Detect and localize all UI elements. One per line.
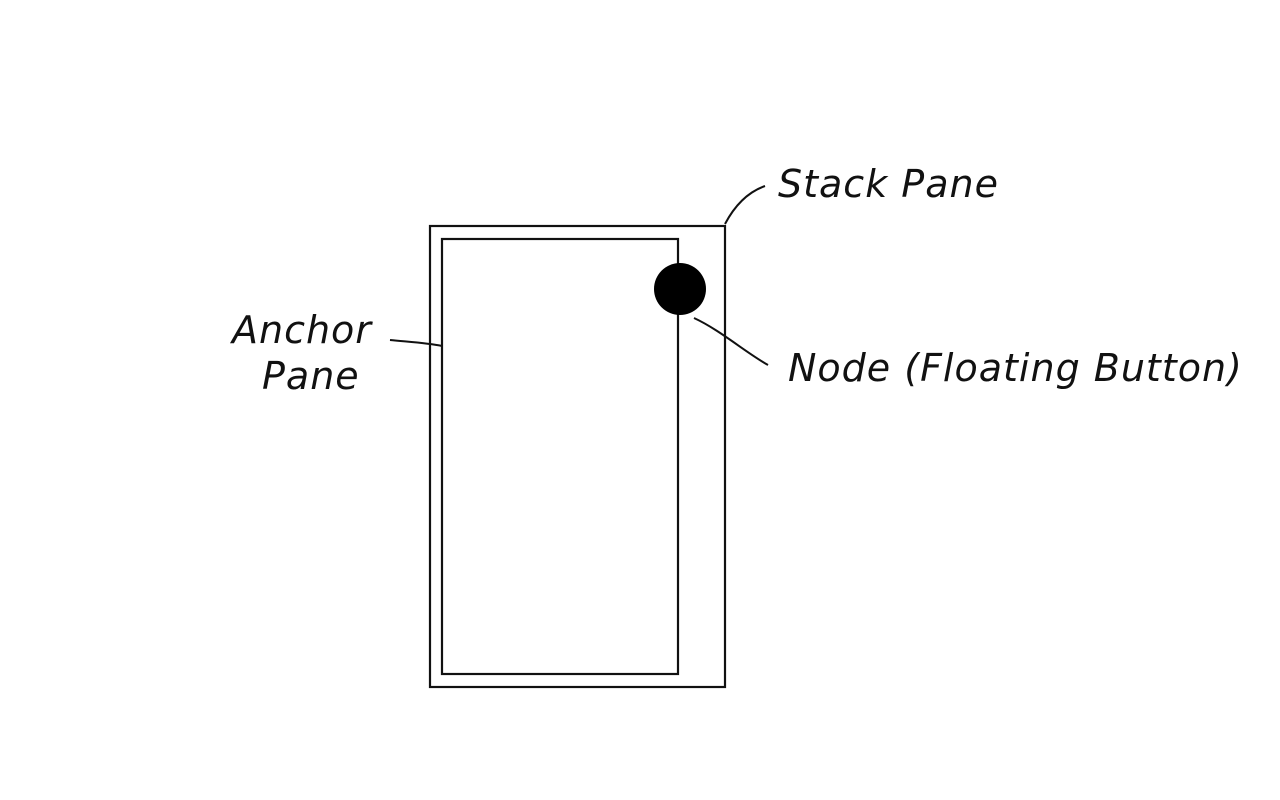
anchor-pane-label: Anchor Pane xyxy=(232,308,372,399)
anchor-pane-label-line1: Anchor xyxy=(232,308,372,352)
node-label: Node (Floating Button) xyxy=(788,346,1243,390)
floating-button-node xyxy=(654,263,706,315)
anchor-pane-rect xyxy=(440,237,680,676)
anchor-pane-leader xyxy=(389,339,443,347)
stack-pane-label: Stack Pane xyxy=(778,162,999,206)
anchor-pane-label-line2: Pane xyxy=(262,353,360,398)
node-leader xyxy=(693,317,769,366)
stack-pane-leader xyxy=(724,185,766,225)
stack-pane-rect xyxy=(428,224,727,689)
